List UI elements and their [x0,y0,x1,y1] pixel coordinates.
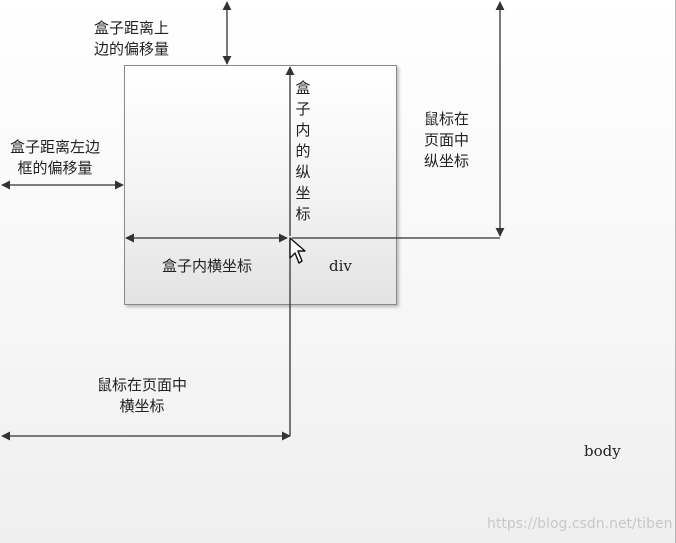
mouse-page-y-label: 鼠标在 页面中 纵坐标 [424,109,469,172]
mouse-cursor-icon [289,237,306,264]
box-top-offset-label: 盒子距离上 边的偏移量 [94,18,169,60]
box-top-offset-line-2: 边的偏移量 [94,40,170,58]
box-left-offset-line-2: 框的偏移量 [17,159,93,177]
div-box [124,65,397,305]
mouse-page-x-line-1: 鼠标在页面中 [97,376,188,394]
box-top-offset-line-1: 盒子距离上 [94,19,170,37]
box-left-offset-label: 盒子距离左边 框的偏移量 [10,137,100,179]
box-inner-y-label: 盒子内的纵坐标 [295,79,311,223]
div-label: div [329,257,352,275]
mouse-page-y-line-1: 鼠标在 [424,110,470,128]
mouse-page-x-label: 鼠标在页面中 横坐标 [97,375,187,417]
mouse-page-y-line-3: 纵坐标 [424,152,470,170]
watermark: https://blog.csdn.net/tiben [487,516,673,532]
box-inner-x-label: 盒子内横坐标 [162,257,253,275]
mouse-page-x-line-2: 横坐标 [119,397,165,415]
mouse-page-y-line-2: 页面中 [424,131,470,149]
body-label: body [584,442,621,460]
box-left-offset-line-1: 盒子距离左边 [10,138,101,156]
